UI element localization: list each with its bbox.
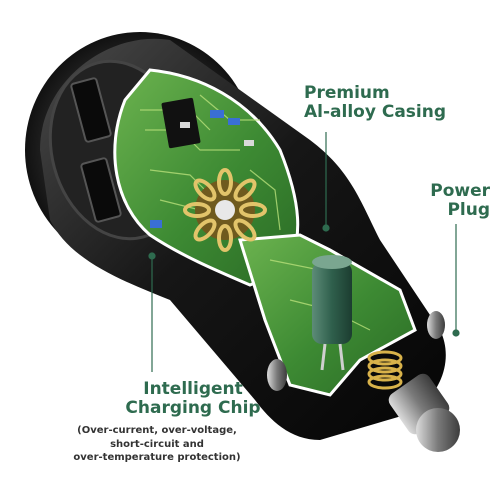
callout-chip-detail-1: (Over-current, over-voltage, (77, 425, 237, 436)
capacitor (312, 255, 352, 371)
callout-chip-line1: Intelligent (143, 379, 243, 399)
spring (367, 350, 403, 390)
callout-charging-chip: Intelligent Charging Chip (108, 379, 278, 419)
callout-plug-line1: Power (430, 181, 490, 201)
callout-plug-line2: Plug (447, 200, 490, 221)
inductor-coil (183, 168, 267, 252)
side-contacts (267, 311, 445, 391)
callout-lines (148, 132, 460, 372)
callout-casing-line2: Al-alloy Casing (304, 102, 447, 123)
callout-casing-line1: Premium (304, 83, 390, 103)
power-plug-tip (388, 373, 460, 452)
callout-chip-line2: Charging Chip (125, 398, 261, 419)
callout-chip-detail-2: short-circuit and (110, 438, 204, 450)
callout-power-plug: Power Plug (394, 181, 490, 221)
callout-chip-details: (Over-current, over-voltage, short-circu… (72, 424, 242, 465)
callout-chip-detail-3: over-temperature protection) (73, 452, 241, 463)
callout-premium-casing: Premium Al-alloy Casing (304, 83, 447, 123)
